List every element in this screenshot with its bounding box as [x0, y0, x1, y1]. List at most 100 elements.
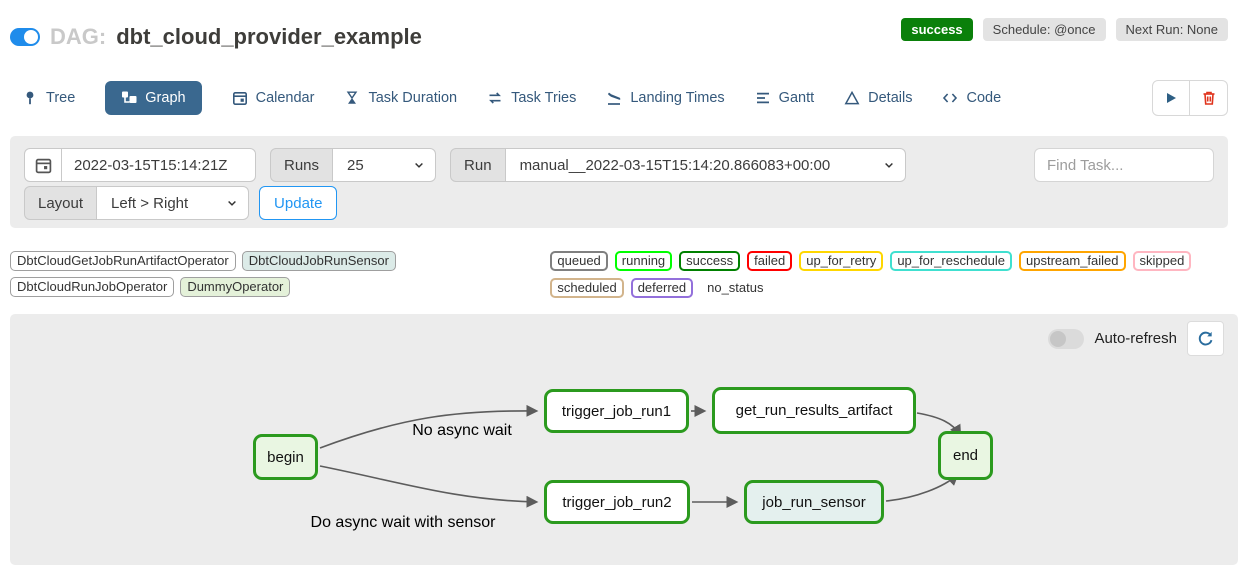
layout-select[interactable]: Left > Right	[97, 186, 250, 220]
legend-status-up_for_reschedule[interactable]: up_for_reschedule	[890, 251, 1013, 271]
base-date-input[interactable]	[62, 156, 255, 174]
tab-calendar[interactable]: Calendar	[232, 81, 315, 115]
refresh-button[interactable]	[1187, 321, 1224, 356]
dag-title: dbt_cloud_provider_example	[116, 24, 422, 49]
tab-details[interactable]: Details	[844, 81, 912, 115]
delete-dag-button[interactable]	[1190, 80, 1228, 116]
run-select-value: manual__2022-03-15T15:14:20.866083+00:00	[519, 156, 831, 174]
dag-pause-toggle[interactable]	[10, 28, 40, 46]
edge-label: No async wait	[412, 422, 512, 439]
pin-icon	[26, 91, 34, 105]
task-node-job_run_sensor[interactable]: job_run_sensor	[744, 480, 884, 524]
play-icon	[1167, 93, 1176, 103]
update-button[interactable]: Update	[259, 186, 338, 220]
plane-landing-icon	[608, 92, 621, 105]
tab-label: Code	[966, 90, 1002, 106]
refresh-icon	[1198, 331, 1213, 346]
legend-status-running[interactable]: running	[614, 251, 673, 271]
hourglass-icon	[347, 91, 358, 104]
graph-panel: begin trigger_job_run1 get_run_results_art…	[10, 314, 1238, 565]
dag-edges	[319, 404, 962, 508]
task-node-get_run_results_artifact[interactable]: get_run_results_artifact	[712, 387, 916, 434]
legend-operator-badge: DbtCloudJobRunSensor	[241, 251, 396, 271]
gantt-icon	[756, 92, 769, 104]
run-label: Run	[450, 148, 506, 182]
tab-task-tries[interactable]: Task Tries	[487, 81, 576, 115]
find-task-box	[1034, 148, 1214, 182]
schedule-badge: Schedule: @once	[982, 18, 1106, 41]
legend-status-no_status[interactable]: no_status	[707, 280, 764, 295]
tab-label: Calendar	[255, 90, 315, 106]
chevron-down-icon	[884, 162, 893, 168]
find-task-input[interactable]	[1035, 149, 1213, 181]
tab-label: Landing Times	[630, 90, 725, 106]
auto-refresh-label: Auto-refresh	[1094, 330, 1177, 347]
tab-task-duration[interactable]: Task Duration	[344, 81, 457, 115]
runs-group: Runs 25	[270, 148, 437, 182]
legend-operator-badge: DbtCloudRunJobOperator	[10, 277, 175, 297]
tab-bar: Tree Graph Calendar Task Duration Task Tries…	[0, 80, 1248, 116]
legend-operator-badge: DbtCloudGetJobRunArtifactOperator	[10, 251, 236, 271]
num-runs-value: 25	[347, 156, 364, 174]
task-node-trigger_job_run1[interactable]: trigger_job_run1	[544, 389, 689, 433]
tab-label: Task Tries	[511, 90, 577, 106]
dag-prefix-label: DAG:	[50, 24, 107, 49]
task-node-trigger_job_run2[interactable]: trigger_job_run2	[544, 480, 690, 524]
dag-actions	[1152, 80, 1228, 116]
calendar-icon	[232, 91, 247, 105]
legend-operator-badge: DummyOperator	[180, 277, 291, 297]
legend-status-failed[interactable]: failed	[747, 251, 793, 271]
chevron-down-icon	[415, 162, 423, 168]
run-group: Run manual__2022-03-15T15:14:20.866083+0…	[450, 148, 906, 182]
edge-begin-to-trigger_job_run2	[319, 465, 539, 508]
tab-gantt[interactable]: Gantt	[755, 81, 814, 115]
repeat-icon	[489, 92, 502, 104]
calendar-icon	[35, 158, 51, 173]
base-date-group	[24, 148, 256, 182]
tab-label: Task Duration	[368, 90, 458, 106]
legend-status-up_for_retry[interactable]: up_for_retry	[799, 251, 884, 271]
task-node-begin[interactable]: begin	[253, 434, 318, 480]
filter-panel: Runs 25 Run manual__2022-03-15T15:14:20.…	[10, 136, 1228, 228]
toggle-knob	[1050, 330, 1067, 347]
tab-tree[interactable]: Tree	[22, 81, 75, 115]
dag-status-badge[interactable]: success	[901, 18, 973, 41]
runs-label: Runs	[270, 148, 334, 182]
task-node-end[interactable]: end	[938, 431, 993, 480]
legend-status-scheduled[interactable]: scheduled	[550, 278, 624, 298]
tab-label: Tree	[46, 90, 76, 106]
layout-select-value: Left > Right	[111, 194, 189, 212]
trash-icon	[1203, 91, 1214, 105]
code-icon	[943, 93, 958, 103]
tab-code[interactable]: Code	[942, 81, 1001, 115]
trigger-dag-button[interactable]	[1152, 80, 1190, 116]
edge-begin-to-trigger_job_run1	[319, 404, 539, 449]
sitemap-icon	[122, 91, 137, 103]
legend-status-deferred[interactable]: deferred	[630, 278, 694, 298]
tab-label: Details	[868, 90, 913, 106]
graph-tools: Auto-refresh	[1048, 321, 1224, 356]
edge-label: Do async wait with sensor	[310, 514, 496, 531]
legend-status-upstream_failed[interactable]: upstream_failed	[1019, 251, 1126, 271]
legend-status-queued[interactable]: queued	[550, 251, 608, 271]
run-select[interactable]: manual__2022-03-15T15:14:20.866083+00:00	[505, 148, 906, 182]
tab-label: Graph	[145, 90, 186, 106]
page-header: DAG: dbt_cloud_provider_example success …	[0, 0, 1248, 50]
auto-refresh-toggle[interactable]	[1048, 328, 1085, 349]
tab-graph[interactable]: Graph	[105, 81, 202, 115]
toggle-knob	[24, 30, 38, 44]
num-runs-select[interactable]: 25	[333, 148, 437, 182]
next-run-badge: Next Run: None	[1115, 18, 1228, 41]
triangle-icon	[844, 90, 860, 105]
tab-label: Gantt	[778, 90, 815, 106]
date-picker-button[interactable]	[24, 148, 62, 182]
layout-label: Layout	[24, 186, 98, 220]
legend-status-success[interactable]: success	[679, 251, 741, 271]
legend-status-skipped[interactable]: skipped	[1132, 251, 1192, 271]
chevron-down-icon	[228, 200, 236, 206]
tab-landing-times[interactable]: Landing Times	[606, 81, 725, 115]
layout-group: Layout Left > Right	[24, 186, 250, 220]
status-legend: queued running success failed up_for_retry up…	[550, 251, 1238, 298]
